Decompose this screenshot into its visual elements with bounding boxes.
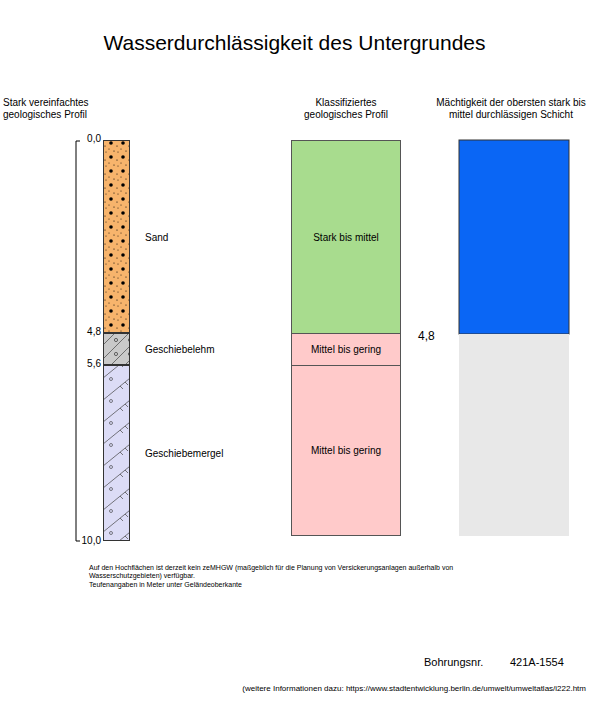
borehole-number: 421A-1554	[510, 656, 564, 669]
depth-value: 4,8	[70, 326, 101, 338]
layer-name: Sand	[145, 231, 168, 242]
permeability-class: Stark bis mittel	[291, 140, 401, 334]
permeability-class: Mittel bis gering	[291, 333, 401, 366]
soil-layer: Geschiebemergel	[103, 365, 130, 541]
class-label: Mittel bis gering	[311, 445, 381, 456]
depth-value: 10,0	[70, 535, 101, 547]
title: Wasserdurchlässigkeit des Untergrundes	[0, 30, 589, 55]
column-heading: Mächtigkeit der obersten stark bis mitte…	[436, 97, 586, 121]
soil-layer: Sand	[103, 140, 130, 333]
column-heading: Klassifiziertes geologisches Profil	[290, 97, 402, 121]
depth-value: 5,6	[70, 358, 101, 370]
layer-name: Geschiebemergel	[145, 448, 223, 459]
class-label: Stark bis mittel	[313, 232, 379, 243]
source-note: (weitere Informationen dazu: https://www…	[242, 684, 586, 694]
footnote: Teufenangaben in Meter unter Geländeober…	[89, 581, 242, 589]
soil-layer: Geschiebelehm	[103, 333, 130, 365]
depth-bracket	[76, 141, 80, 541]
depth-value: 0,0	[70, 133, 101, 145]
column-heading: Stark vereinfachtes geologisches Profil	[3, 97, 103, 121]
layer-name: Geschiebelehm	[145, 344, 214, 355]
footnote: Auf den Hochflächen ist derzeit kein zeM…	[89, 564, 489, 581]
geological-column	[103, 140, 130, 541]
thickness-value: 4,8	[418, 329, 435, 343]
permeability-class: Mittel bis gering	[291, 365, 401, 536]
thickness-bar	[459, 140, 569, 536]
class-label: Mittel bis gering	[311, 344, 381, 355]
borehole-label: Bohrungsnr.	[424, 656, 483, 669]
